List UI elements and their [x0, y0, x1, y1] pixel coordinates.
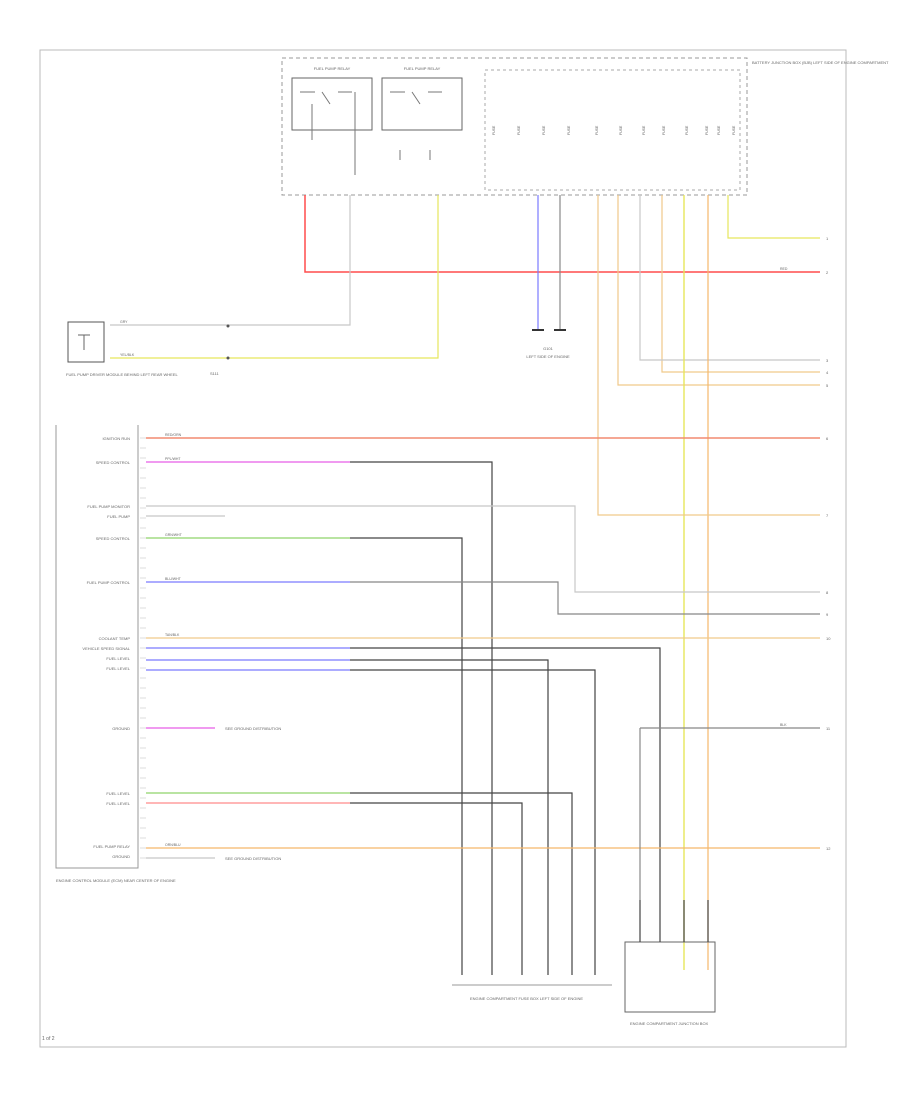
bottom-component-2: ENGINE COMPARTMENT JUNCTION BOX	[630, 1021, 709, 1026]
bottom-connector-left: ENGINE COMPARTMENT FUSE BOX LEFT SIDE OF…	[452, 900, 612, 1001]
wire-black-pin10	[350, 669, 596, 900]
top-box-pins: FUSE FUSE FUSE FUSE FUSE FUSE FUSE FUSE …	[492, 125, 736, 135]
connector-note-2: SEE GROUND DISTRIBUTION	[225, 856, 281, 861]
wire-tan-1	[617, 195, 820, 386]
wire-tan-long	[597, 195, 820, 516]
relay-label-1: FUEL PUMP RELAY	[314, 66, 351, 71]
ref-3: 3	[826, 358, 829, 363]
ground-label: G101	[543, 346, 554, 351]
wire-red-main	[304, 195, 820, 273]
code-yellow: YEL/BLK	[120, 353, 135, 357]
wire-black-1	[350, 461, 493, 900]
top-pin-10: FUSE	[705, 125, 709, 135]
pcm-pin-9: FUEL LEVEL	[106, 656, 130, 661]
wire-yellow-relay	[110, 195, 439, 359]
wire-black-pin12	[350, 792, 573, 900]
top-box-wires	[110, 195, 820, 970]
page-frame	[39, 49, 847, 1048]
code-green: GRN/WHT	[165, 533, 183, 537]
pcm-pin-12: FUEL LEVEL	[106, 791, 130, 796]
wire-black-pin13	[350, 802, 523, 900]
ref-1: 1	[826, 236, 829, 241]
left-component-label: FUEL PUMP DRIVER MODULE BEHIND LEFT REAR…	[66, 372, 179, 377]
pcm-block: ENGINE CONTROL MODULE (ECM) NEAR CENTER …	[55, 425, 176, 883]
code-magenta: PPL/WHT	[165, 457, 181, 461]
splice-label: S111	[210, 371, 220, 376]
top-pin-1: FUSE	[492, 125, 496, 135]
top-pin-4: FUSE	[567, 125, 571, 135]
pcm-pin-7: COOLANT TEMP	[99, 636, 131, 641]
top-pin-11: FUSE	[717, 125, 721, 135]
control-unit-label: BATTERY JUNCTION BOX (BJB) LEFT SIDE OF …	[752, 60, 889, 65]
pcm-pin-labels: IGNITION RUN SPEED CONTROL FUEL PUMP MON…	[82, 436, 130, 859]
wire-gray-relay	[110, 195, 351, 326]
wire-tan-2	[661, 195, 820, 373]
code-orange: ORN/BLU	[165, 843, 181, 847]
pcm-pin-4: FUEL PUMP	[107, 514, 130, 519]
pcm-pin-ticks	[140, 437, 146, 859]
ground-symbol: G101 LEFT SIDE OF ENGINE	[526, 329, 570, 359]
wire-gray-pin6	[350, 581, 820, 615]
ref-8: 8	[826, 590, 829, 595]
ref-4: 4	[826, 370, 829, 375]
ground-note: LEFT SIDE OF ENGINE	[526, 354, 570, 359]
pcm-pin-2: SPEED CONTROL	[96, 460, 131, 465]
pcm-pin-14: FUEL PUMP RELAY	[93, 844, 130, 849]
wire-gray-pin3	[146, 505, 820, 593]
top-pin-3: FUSE	[542, 125, 546, 135]
top-pin-6: FUSE	[619, 125, 623, 135]
connector-note-1: SEE GROUND DISTRIBUTION	[225, 726, 281, 731]
right-refs: 1 2 3 4 5 6 7 8 9 10 11 12	[826, 236, 831, 851]
wire-codes: RED/ORN PPL/WHT GRN/WHT BLU/WHT TAN/BLK …	[120, 267, 788, 847]
top-pin-8: FUSE	[662, 125, 666, 135]
code-tan: TAN/BLK	[165, 633, 180, 637]
wire-black-2	[350, 537, 463, 900]
bottom-connector-right: ENGINE COMPARTMENT JUNCTION BOX	[624, 900, 716, 1026]
code-gray: GRY	[120, 320, 128, 324]
top-relay-box: FUEL PUMP RELAY FUEL PUMP RELAY BATTERY …	[281, 57, 889, 196]
pcm-pin-3: FUEL PUMP MONITOR	[87, 504, 130, 509]
page-number: 1 of 2	[42, 1036, 55, 1042]
bottom-component-1: ENGINE COMPARTMENT FUSE BOX LEFT SIDE OF…	[470, 996, 583, 1001]
ref-5: 5	[826, 383, 829, 388]
ref-10: 10	[826, 636, 831, 641]
pcm-pin-6: FUEL PUMP CONTROL	[87, 580, 131, 585]
top-pin-7: FUSE	[642, 125, 646, 135]
pcm-label: ENGINE CONTROL MODULE (ECM) NEAR CENTER …	[56, 878, 176, 883]
top-pin-12: FUSE	[732, 125, 736, 135]
ref-2: 2	[826, 270, 829, 275]
pcm-pin-8: VEHICLE SPEED SIGNAL	[82, 646, 130, 651]
wire-gray-junction	[639, 727, 820, 900]
ref-12: 12	[826, 846, 831, 851]
ref-7: 7	[826, 513, 829, 518]
relay-label-2: FUEL PUMP RELAY	[404, 66, 441, 71]
code-blue: BLU/WHT	[165, 577, 182, 581]
top-pin-9: FUSE	[685, 125, 689, 135]
code-black: BLK	[780, 723, 787, 727]
pcm-pin-1: IGNITION RUN	[102, 436, 130, 441]
wire-yellow-top	[727, 195, 820, 239]
pcm-pin-5: SPEED CONTROL	[96, 536, 131, 541]
left-component: FUEL PUMP DRIVER MODULE BEHIND LEFT REAR…	[66, 321, 230, 377]
pcm-pin-11: GROUND	[112, 726, 130, 731]
ref-11: 11	[826, 726, 831, 731]
wire-black-pin9	[350, 659, 549, 900]
code-red: RED	[780, 267, 788, 271]
pcm-pin-10: FUEL LEVEL	[106, 666, 130, 671]
pcm-wires	[146, 437, 820, 900]
ref-6: 6	[826, 436, 829, 441]
wire-black-pin8	[350, 647, 661, 900]
ref-9: 9	[826, 612, 829, 617]
code-red-orange: RED/ORN	[165, 433, 182, 437]
wire-gray-3	[639, 195, 820, 361]
pcm-pin-13: FUEL LEVEL	[106, 801, 130, 806]
pcm-pin-15: GROUND	[112, 854, 130, 859]
top-pin-2: FUSE	[517, 125, 521, 135]
top-pin-5: FUSE	[595, 125, 599, 135]
